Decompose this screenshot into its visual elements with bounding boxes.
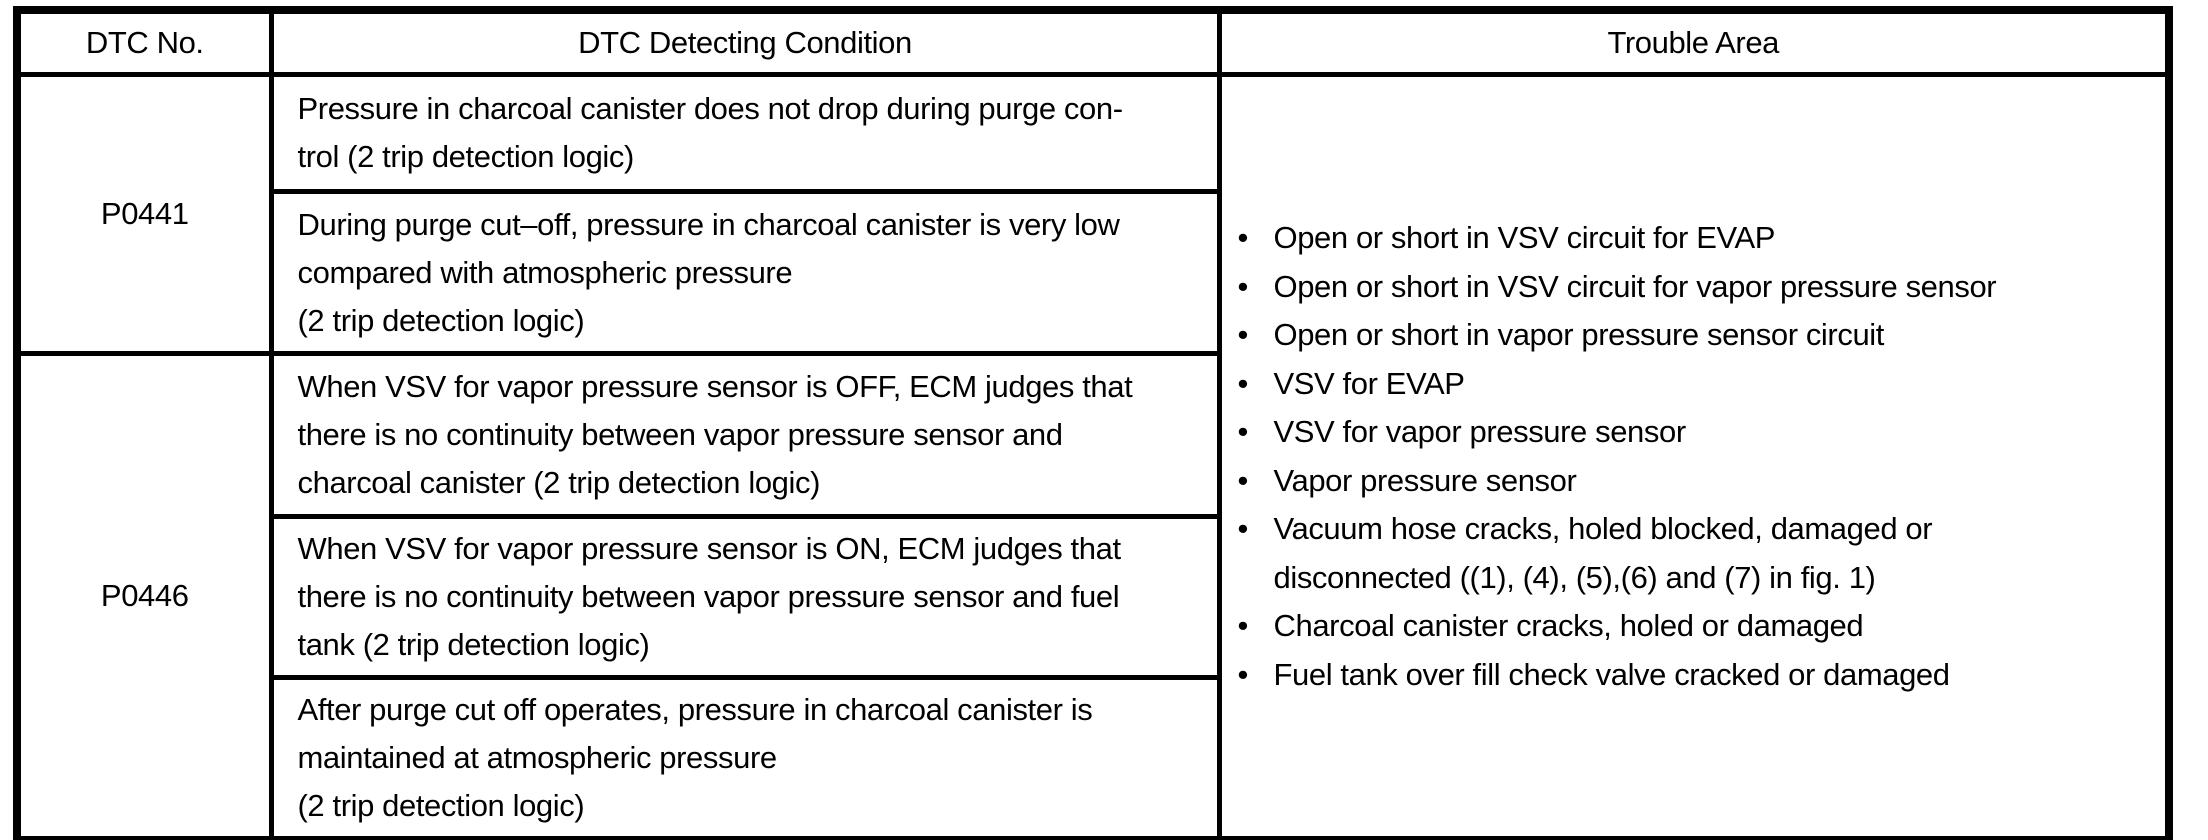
trouble-area-item: Vapor pressure sensor	[1238, 457, 2154, 506]
condition-p0441-1: Pressure in charcoal canister does not d…	[268, 72, 1222, 194]
dtc-table-body: P0441 Pressure in charcoal canister does…	[14, 72, 2172, 840]
trouble-area-item: Open or short in VSV circuit for vapor p…	[1238, 263, 2154, 312]
trouble-area-item: VSV for EVAP	[1238, 360, 2154, 409]
header-dtc-no: DTC No.	[14, 7, 274, 77]
trouble-area-item: Vacuum hose cracks, holed blocked, damag…	[1238, 505, 2154, 602]
table-row: After purge cut off operates, pressure i…	[17, 675, 2169, 840]
trouble-area-cell: Open or short in VSV circuit for EVAPOpe…	[1216, 72, 2172, 840]
table-row: When VSV for vapor pressure sensor is ON…	[17, 514, 2169, 680]
header-trouble-area: Trouble Area	[1216, 7, 2172, 77]
condition-p0446-2: When VSV for vapor pressure sensor is ON…	[268, 514, 1222, 680]
condition-p0441-2: During purge cut–off, pressure in charco…	[268, 189, 1222, 356]
trouble-area-item: Open or short in VSV circuit for EVAP	[1238, 214, 2154, 263]
trouble-area-item: Charcoal canister cracks, holed or damag…	[1238, 602, 2154, 651]
condition-p0446-1: When VSV for vapor pressure sensor is OF…	[268, 351, 1222, 519]
trouble-area-item: Fuel tank over fill check valve cracked …	[1238, 651, 2154, 700]
header-detecting-condition: DTC Detecting Condition	[268, 7, 1222, 77]
trouble-area-item: Open or short in vapor pressure sensor c…	[1238, 311, 2154, 360]
condition-p0446-3: After purge cut off operates, pressure i…	[268, 675, 1222, 840]
trouble-area-item: VSV for vapor pressure sensor	[1238, 408, 2154, 457]
table-row: During purge cut–off, pressure in charco…	[17, 189, 2169, 356]
trouble-area-list: Open or short in VSV circuit for EVAPOpe…	[1238, 214, 2154, 699]
dtc-number-p0441: P0441	[14, 72, 274, 356]
table-row: P0441 Pressure in charcoal canister does…	[14, 72, 2172, 840]
dtc-table: DTC No. DTC Detecting Condition Trouble …	[13, 6, 2173, 840]
table-row: P0446 When VSV for vapor pressure sensor…	[14, 351, 2169, 840]
dtc-number-p0446: P0446	[14, 351, 274, 840]
header-row: DTC No. DTC Detecting Condition Trouble …	[14, 7, 2172, 77]
dtc-table-header: DTC No. DTC Detecting Condition Trouble …	[14, 7, 2172, 77]
